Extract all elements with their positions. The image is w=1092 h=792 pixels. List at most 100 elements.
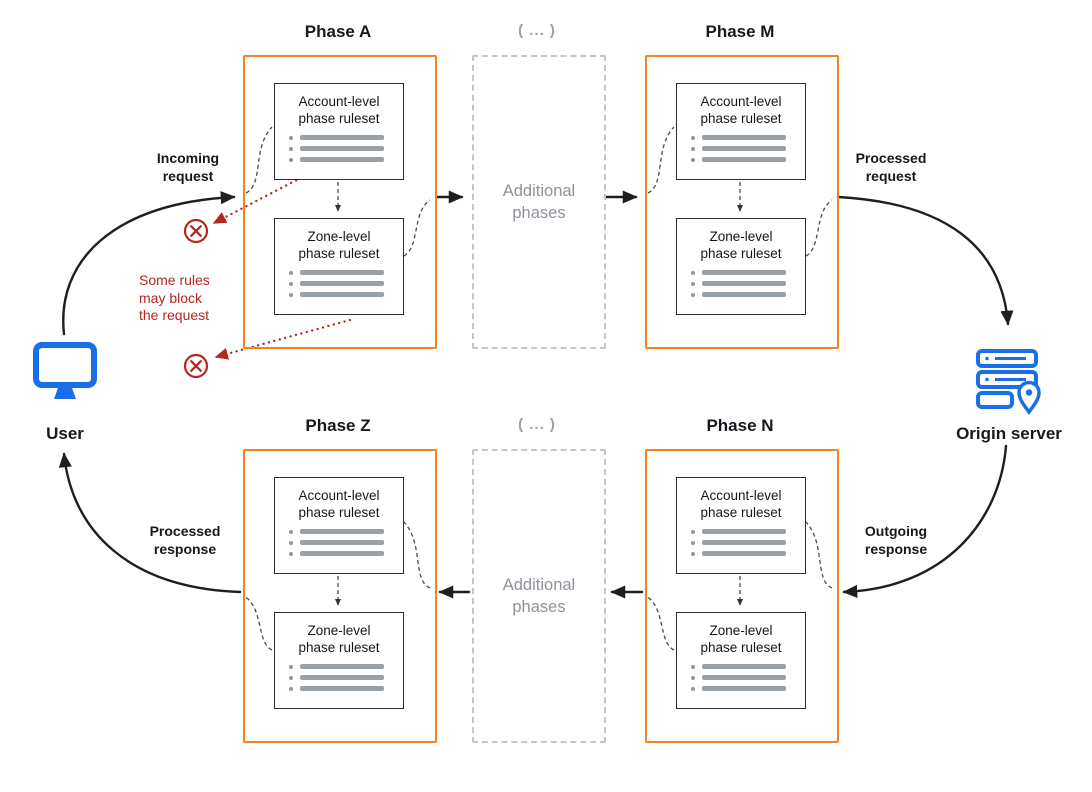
phase-a-box: Account-level phase ruleset Zone-level p… (243, 55, 437, 349)
bullet-dot-icon (289, 664, 293, 669)
arrow-phase-m-to-origin (836, 195, 1014, 326)
zone-ruleset-box: Zone-level phase ruleset (274, 218, 404, 315)
ruleset-line (691, 675, 805, 680)
account-ruleset-label: Account-level phase ruleset (700, 488, 782, 520)
additional-phases-box-top: Additional phases (472, 55, 606, 349)
user-label: User (46, 424, 84, 443)
additional-phases-box-bottom: Additional phases (472, 449, 606, 743)
bullet-dot-icon (691, 675, 695, 680)
account-ruleset-label: Account-level phase ruleset (700, 94, 782, 126)
ruleset-line-bar (702, 686, 786, 691)
bullet-dot-icon (691, 686, 695, 691)
connector-phase-n-exit (645, 595, 675, 651)
ruleset-lines (691, 529, 805, 556)
ruleset-line-bar (702, 146, 786, 151)
server-location-pin-icon (976, 349, 1041, 415)
ruleset-line-bar (300, 540, 384, 545)
zone-ruleset-box: Zone-level phase ruleset (676, 218, 806, 315)
ruleset-lines (289, 529, 403, 556)
ruleset-line (289, 686, 403, 691)
phase-m-box: Account-level phase ruleset Zone-level p… (645, 55, 839, 349)
phase-a-title: Phase A (304, 22, 372, 41)
ruleset-line-bar (300, 675, 384, 680)
ruleset-line (289, 675, 403, 680)
ruleset-line-bar (702, 540, 786, 545)
ruleset-line (289, 529, 403, 534)
ruleset-line (691, 664, 805, 669)
ruleset-lines (691, 135, 805, 162)
ruleset-line-bar (702, 529, 786, 534)
bullet-dot-icon (289, 135, 293, 140)
ruleset-line (691, 135, 805, 140)
connector-phase-z-entry (403, 521, 431, 589)
zone-ruleset-box: Zone-level phase ruleset (676, 612, 806, 709)
bullet-dot-icon (289, 686, 293, 691)
origin-server-label: Origin server (956, 424, 1062, 443)
phase-n-box: Account-level phase ruleset Zone-level p… (645, 449, 839, 743)
circle-x-icon (183, 353, 209, 379)
ruleset-line-bar (300, 157, 384, 162)
incoming-request-label: Incoming request (156, 150, 220, 184)
zone-ruleset-label: Zone-level phase ruleset (700, 623, 782, 655)
bullet-dot-icon (289, 270, 293, 275)
processed-request-label: Processed request (855, 150, 927, 184)
processed-response-label: Processed response (149, 523, 221, 557)
account-ruleset-label: Account-level phase ruleset (298, 94, 380, 126)
ruleset-line-bar (300, 146, 384, 151)
ruleset-lines (289, 664, 403, 691)
ruleset-line-bar (300, 270, 384, 275)
monitor-icon (33, 342, 97, 399)
bullet-dot-icon (289, 529, 293, 534)
zone-ruleset-label: Zone-level phase ruleset (298, 623, 380, 655)
ruleset-line (289, 157, 403, 162)
ruleset-line (289, 664, 403, 669)
bullet-dot-icon (691, 551, 695, 556)
connector-phase-m-entry (647, 126, 675, 194)
block-arrow-zone-ruleset (214, 318, 352, 360)
ruleset-line (691, 146, 805, 151)
account-ruleset-box: Account-level phase ruleset (274, 83, 404, 180)
block-arrow-account-ruleset (212, 168, 318, 225)
account-ruleset-label: Account-level phase ruleset (298, 488, 380, 520)
additional-phases-label: Additional phases (502, 576, 576, 616)
connector-phase-n-entry (805, 521, 833, 589)
connector-phase-z-exit (243, 595, 273, 651)
phase-n-title: Phase N (706, 416, 774, 435)
bullet-dot-icon (691, 270, 695, 275)
ruleset-line (691, 551, 805, 556)
zone-ruleset-box: Zone-level phase ruleset (274, 612, 404, 709)
ruleset-line (691, 686, 805, 691)
bullet-dot-icon (289, 146, 293, 151)
phase-m-title: Phase M (705, 22, 775, 41)
ruleset-line (289, 551, 403, 556)
bullet-dot-icon (289, 675, 293, 680)
ruleset-line-bar (702, 675, 786, 680)
account-ruleset-box: Account-level phase ruleset (676, 477, 806, 574)
ruleset-line-bar (300, 686, 384, 691)
additional-phases-label: Additional phases (502, 182, 576, 222)
block-note: Some rules may block the request (139, 272, 210, 323)
ruleset-line (289, 540, 403, 545)
additional-phases-header-top: ( ... ) (518, 22, 556, 39)
ruleset-line (289, 146, 403, 151)
ruleset-line (691, 281, 805, 286)
ruleset-line (691, 540, 805, 545)
ruleset-line-bar (300, 551, 384, 556)
ruleset-line-bar (300, 292, 384, 297)
circle-x-icon (183, 218, 209, 244)
account-ruleset-box: Account-level phase ruleset (676, 83, 806, 180)
ruleset-line-bar (300, 281, 384, 286)
zone-ruleset-label: Zone-level phase ruleset (298, 229, 380, 261)
ruleset-line-bar (702, 281, 786, 286)
arrow-origin-to-phase-n (842, 444, 1008, 599)
connector-phase-a-entry (245, 126, 273, 194)
additional-phases-header-bottom: ( ... ) (518, 416, 556, 433)
ruleset-line-bar (702, 135, 786, 140)
bullet-dot-icon (691, 529, 695, 534)
ruleset-line-bar (702, 551, 786, 556)
ruleset-line (691, 529, 805, 534)
bullet-dot-icon (691, 135, 695, 140)
ruleset-lines (691, 270, 805, 297)
